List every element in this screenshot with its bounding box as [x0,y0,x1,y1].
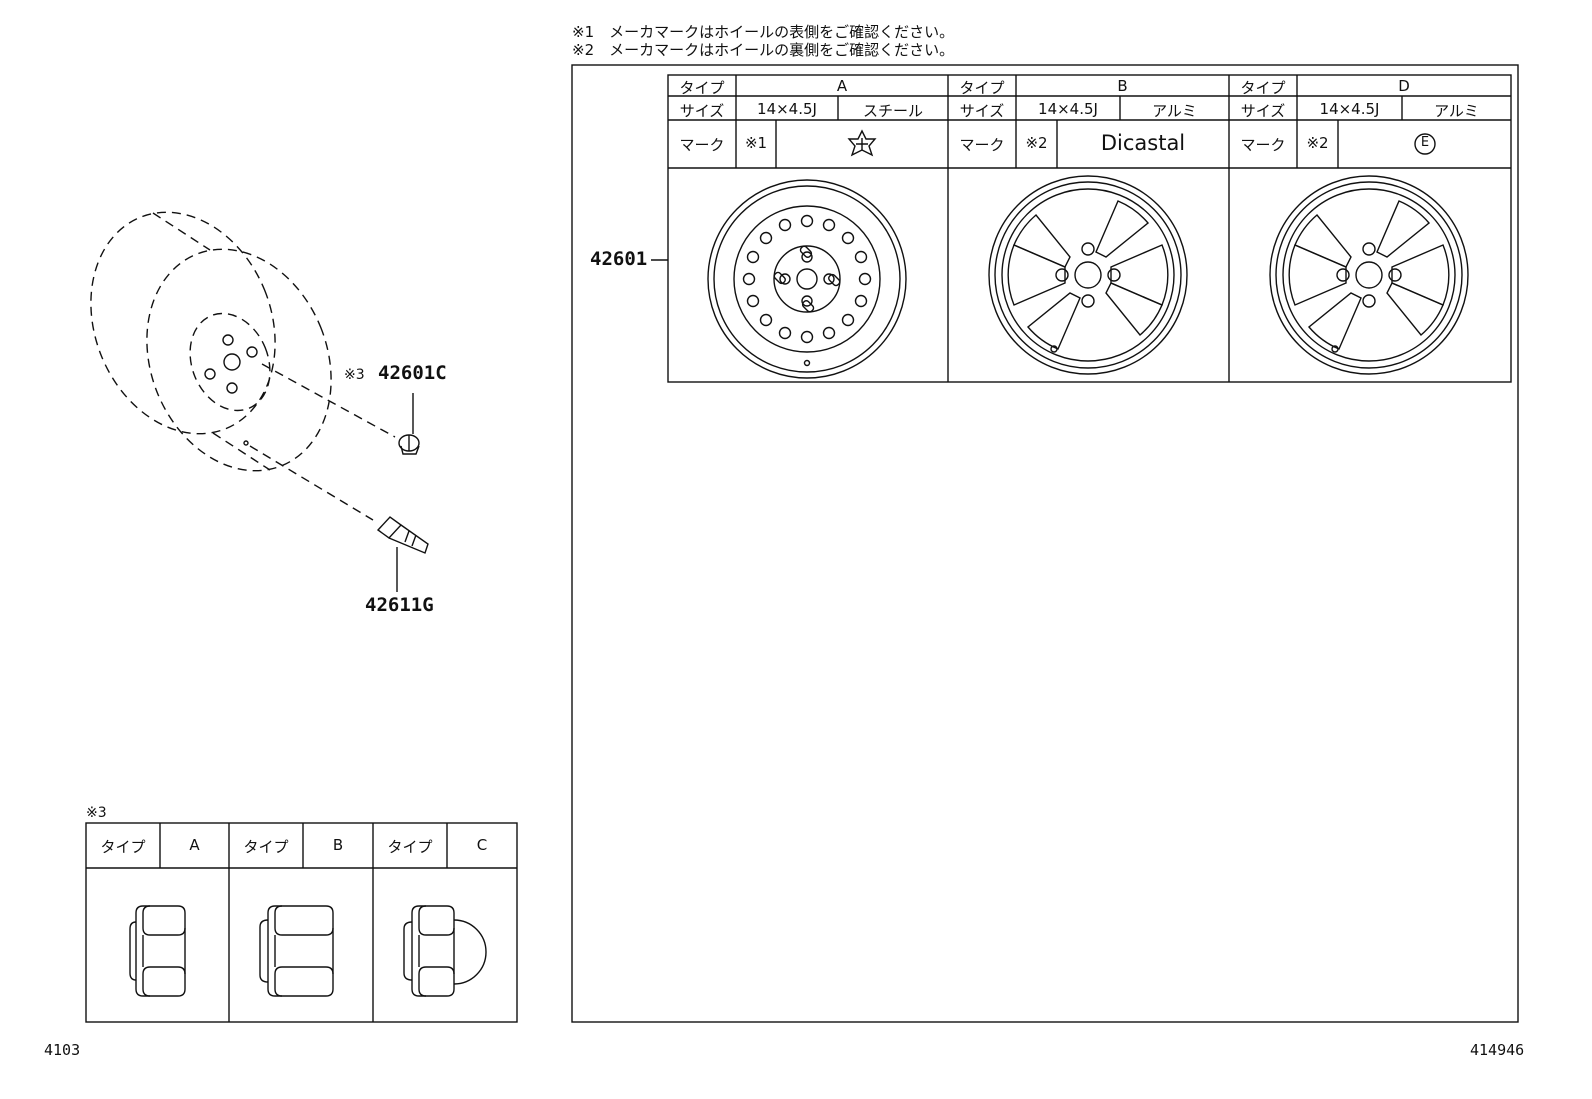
hub-center [223,353,241,371]
wheel-table-mark-b-dicastal: Dicastal [1100,131,1186,155]
wheel-table-material-b: アルミ [1152,102,1197,120]
nut-table-type-label-b: タイプ [243,838,289,856]
wheel-table-ref-a: ※1 [744,134,768,152]
valve-hole [243,440,249,446]
circled-E-letter: E [1420,135,1430,150]
star-logo-icon [847,129,877,157]
lug-nut-drawing [398,393,420,455]
wheel-table-size-a: 14×4.5J [757,100,817,118]
wheel-table-grid [651,74,1512,383]
wheel-table-mark-label-a: マーク [679,136,725,154]
nut-type-c-drawing [403,905,487,997]
wheel-table-type-label-a: タイプ [679,79,725,97]
wheel-table-type-label-b: タイプ [959,79,1005,97]
wheel-table-type-a: A [836,77,848,95]
valve-stem-drawing [376,516,429,592]
valve-leader-dashed [249,445,374,521]
alloy-wheel-b-drawing [988,175,1188,375]
nut-table-type-a: A [189,836,200,854]
wheel-table-type-label-d: タイプ [1240,79,1286,97]
wheel-table-size-d: 14×4.5J [1319,100,1380,118]
wheel-table-mark-label-d: マーク [1240,136,1286,154]
wheel-table-type-d: D [1398,77,1410,95]
rim-connector-bottom [212,432,271,471]
wheel-table-size-label-b: サイズ [959,102,1005,120]
wheel-rear-rim-outline [90,211,276,435]
nut-type-b-drawing [259,905,334,997]
nut-table-grid [85,822,518,1023]
wheel-front-rim-outline [146,248,332,472]
footer-left-code: 4103 [44,1041,81,1059]
wheel-table-ref-d: ※2 [1306,134,1329,152]
bolt-hole-1 [222,334,234,346]
nut-leader-dashed [261,363,396,438]
part-ref-nut: ※3 [344,367,365,383]
wheel-table-mark-label-b: マーク [959,136,1005,154]
circled-E-icon [1414,133,1436,155]
part-label-42601C: 42601C [378,362,447,384]
bolt-hole-4 [246,346,258,358]
nut-type-a-drawing [129,905,186,997]
wheel-table-type-b: B [1117,77,1128,95]
wheel-table-size-b: 14×4.5J [1038,100,1098,118]
nut-table-type-b: B [332,836,344,854]
nut-table-type-label-a: タイプ [100,838,146,856]
wheel-table-size-label-a: サイズ [679,102,725,120]
part-label-42611G: 42611G [365,594,434,616]
rim-connector-top [152,212,211,251]
alloy-wheel-d-drawing [1269,175,1469,375]
bolt-hole-2 [204,368,216,380]
nut-table-caption: ※3 [86,805,107,821]
nut-table-type-label-c: タイプ [387,838,433,856]
part-label-42601: 42601 [590,248,648,270]
note-1: ※1 メーカマークはホイールの表側をご確認ください。 [572,23,955,41]
bolt-hole-3 [226,382,238,394]
wheel-table-material-a: スチール [862,102,923,120]
wheel-exploded-drawing [90,211,429,592]
note-2: ※2 メーカマークはホイールの裏側をご確認ください。 [572,41,955,59]
steel-wheel-drawing [707,179,907,379]
wheel-table-ref-b: ※2 [1025,134,1048,152]
wheel-hub-dashed [189,312,271,412]
wheel-section-frame [571,64,1519,1023]
wheel-table-material-d: アルミ [1434,102,1479,120]
wheel-table-size-label-d: サイズ [1240,102,1286,120]
footer-right-code: 414946 [1470,1041,1525,1059]
nut-table-type-c: C [476,836,488,854]
